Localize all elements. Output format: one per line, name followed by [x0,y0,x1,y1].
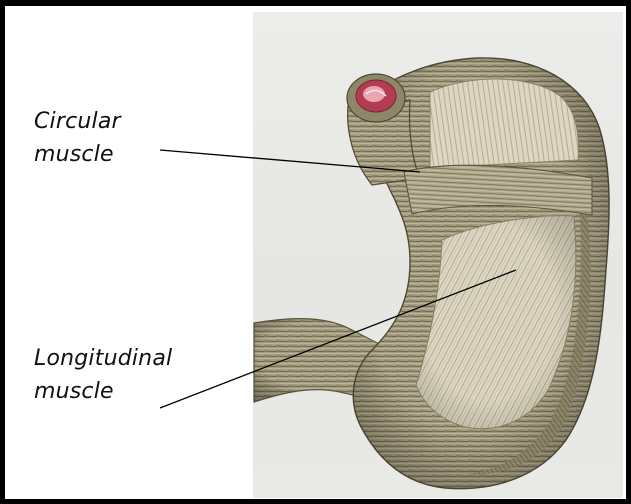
circular-muscle-label-line2: muscle [34,138,121,171]
circular-muscle-label: Circular muscle [34,105,121,171]
circular-muscle-label-line1: Circular [34,105,121,138]
longitudinal-muscle-label-line2: muscle [34,375,172,408]
longitudinal-muscle-label-line1: Longitudinal [34,342,172,375]
longitudinal-muscle-label: Longitudinal muscle [34,342,172,408]
